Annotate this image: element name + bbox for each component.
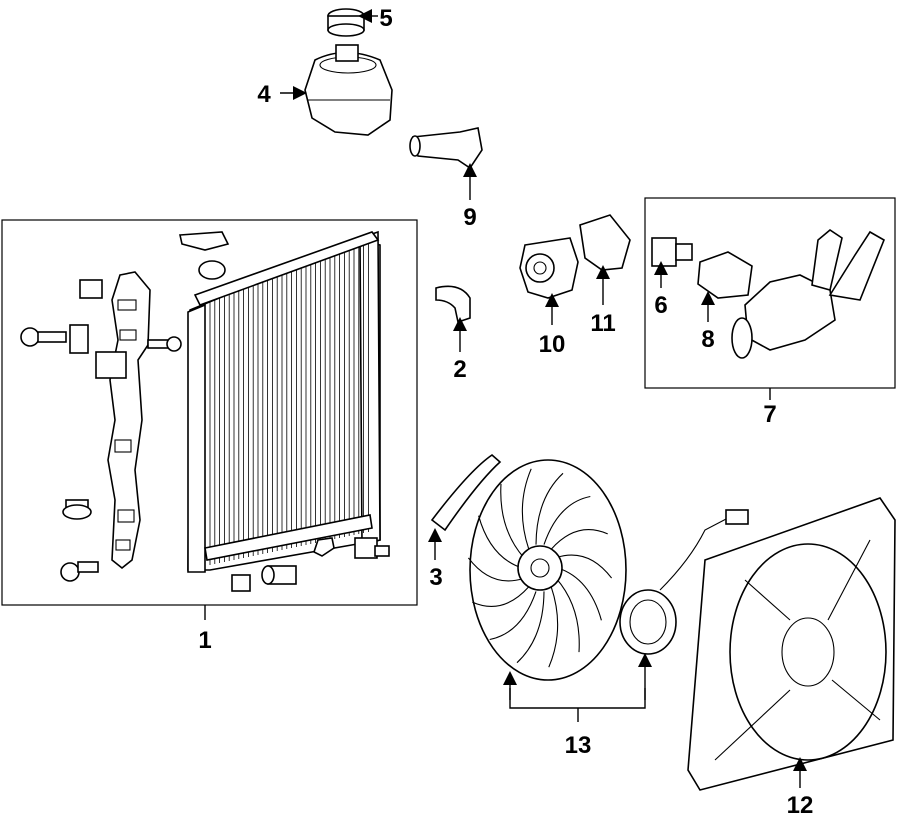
clip-bracket-top [79,279,103,299]
fan-shroud [687,497,896,791]
callout-5: 5 [379,5,392,32]
coolant-reservoir [304,44,393,136]
fan-blade [550,529,608,550]
temp-sensor [261,565,297,585]
lower-insulator [62,499,92,520]
lower-hose [430,453,502,532]
upper-insulator [198,260,226,280]
upper-hose [435,285,471,324]
thermostat-group [644,197,896,400]
drain-plug [354,537,390,559]
leader-13-bracket [509,688,646,709]
fan-blade [535,472,564,545]
callout-8: 8 [701,326,714,353]
hose-clip [313,537,335,557]
callout-3: 3 [429,564,442,591]
bolt-center [147,336,182,352]
upper-mount-bracket [179,231,230,251]
fan-blade [521,468,532,550]
radiator-side-bracket [107,271,151,570]
radiator-group-box [1,219,418,606]
thermostat-housing [731,229,886,359]
water-pump-gasket [579,214,631,271]
outlet-pipe [409,127,483,170]
fan-blades [467,468,613,668]
radiator-fins [209,236,369,565]
clip-bracket-side [95,351,127,379]
cooling-fan [467,459,627,681]
fan-blade [489,591,537,641]
callout-7: 7 [763,401,776,428]
radiator-core [187,230,381,573]
callout-11: 11 [590,310,615,337]
thermostat-gasket [697,251,753,299]
callout-10: 10 [539,331,566,358]
callout-4: 4 [257,81,271,108]
callout-6: 6 [654,292,667,319]
callout-labels: 1 2 3 4 5 6 7 8 9 10 11 12 13 [198,5,813,818]
bolt-left [20,327,67,347]
fan-blade [556,554,613,579]
fan-blade [516,591,545,664]
water-pump [519,237,579,299]
callout-1: 1 [198,627,211,654]
callout-9: 9 [463,204,476,231]
bolt-lower [60,561,99,582]
fan-blade [467,557,524,582]
fan-blade [478,515,523,569]
fan-blade [548,586,559,668]
fan-blade [500,483,525,558]
thermostat [651,237,693,267]
fan-blade [543,495,591,545]
clip-bracket-mid [69,324,89,354]
fan-blade [557,567,602,621]
callout-13: 13 [565,732,592,759]
fan-motor [619,509,749,655]
callout-2: 2 [453,356,466,383]
reservoir-cap [327,8,365,37]
lower-clip [231,574,251,592]
fan-blade [472,586,530,607]
radiator-assembly-group [1,219,418,620]
leader-lines [280,9,807,788]
callout-12: 12 [787,792,814,818]
fan-blade [555,578,580,653]
